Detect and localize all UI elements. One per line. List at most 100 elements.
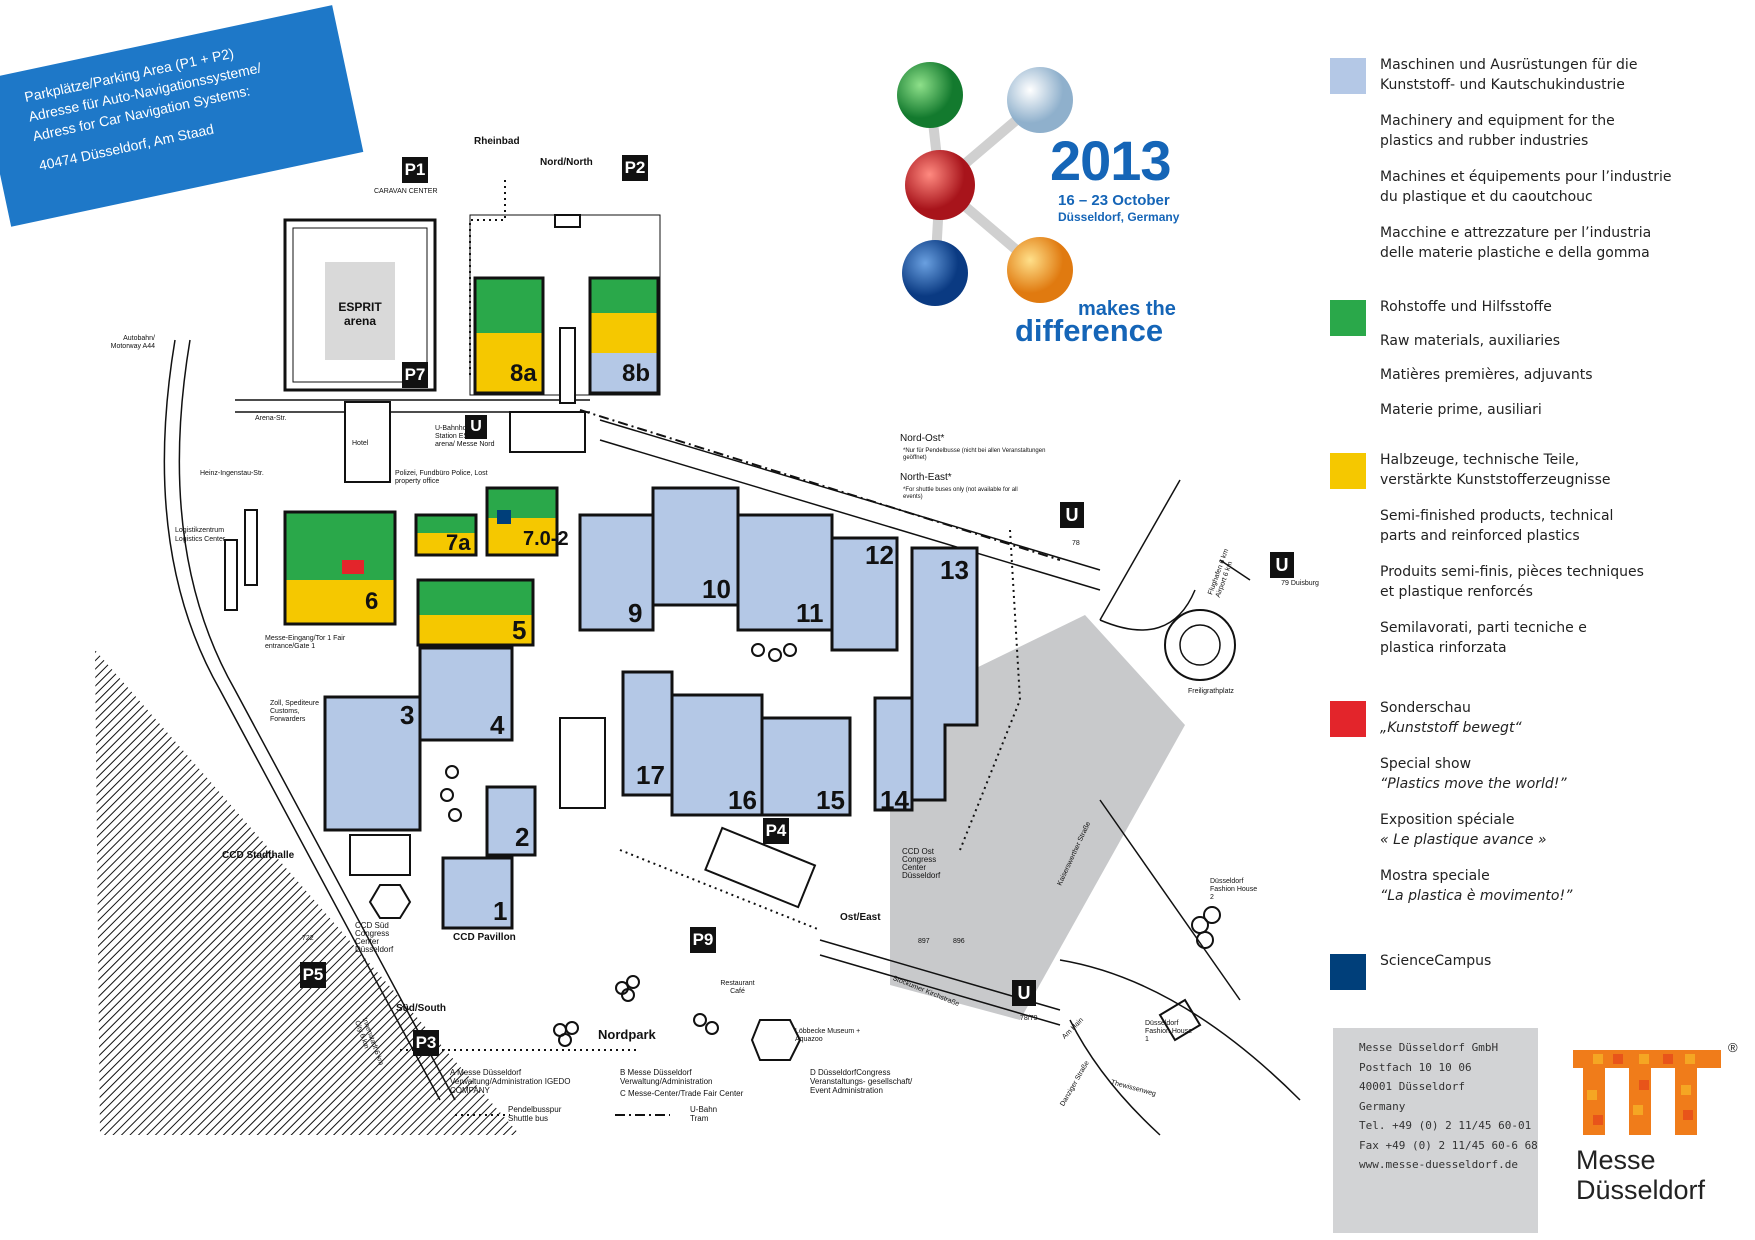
- hall-2[interactable]: [485, 785, 537, 857]
- contact-country: Germany: [1359, 1099, 1406, 1113]
- label-sued: Süd/South: [396, 1003, 446, 1014]
- messe-duesseldorf-logo-icon: [1573, 1050, 1721, 1135]
- hall-number-4: 4: [490, 710, 505, 740]
- hall-5[interactable]: [416, 578, 535, 647]
- label-caravan: CARAVAN CENTER: [374, 188, 438, 195]
- hall-number-16: 16: [728, 785, 757, 815]
- legend-it-1b: delle materie plastiche e della gomma: [1380, 245, 1650, 261]
- hall-number-15: 15: [816, 785, 845, 815]
- event-slogan-2: difference: [1015, 313, 1164, 348]
- label-northeast-note: *For shuttle buses only (not available f…: [903, 487, 1018, 500]
- hall-number-11: 11: [796, 598, 824, 628]
- legend-en-1b: plastics and rubber industries: [1380, 133, 1589, 149]
- legend-de-3a: Halbzeuge, technische Teile,: [1380, 452, 1580, 468]
- tram-icon[interactable]: U: [1060, 502, 1084, 528]
- legend-fr-2: Matières premières, adjuvants: [1380, 367, 1593, 383]
- legend-de-4a: Sonderschau: [1380, 700, 1471, 716]
- label-fashion2: Düsseldorf Fashion House 2: [1210, 878, 1258, 901]
- label-zoll: Zoll, Spediteure Customs, Forwarders: [270, 700, 320, 723]
- hall-1[interactable]: [441, 856, 514, 930]
- contact-fax: Fax +49 (0) 2 11/45 60-6 68: [1359, 1138, 1538, 1152]
- label-logistik1: Logistikzentrum: [175, 527, 225, 534]
- label-tram7879: 78/79: [1020, 1015, 1038, 1022]
- legend-en-1a: Machinery and equipment for the: [1380, 113, 1615, 129]
- label-logistik2: Logistics Center: [175, 536, 226, 543]
- event-place: Düsseldorf, Germany: [1058, 210, 1180, 224]
- label-restaurant: Restaurant Café: [720, 980, 755, 995]
- label-freiligrath: Freiligrathplatz: [1188, 688, 1234, 695]
- label-ccd-ost: CCD Ost Congress Center Düsseldorf: [902, 847, 941, 880]
- legend-it-4a: Mostra speciale: [1380, 868, 1490, 884]
- label-nordost: Nord-Ost*: [900, 433, 945, 444]
- label-fashion1: Düsseldorf Fashion House 1: [1145, 1020, 1193, 1043]
- legend-science: ScienceCampus: [1380, 953, 1492, 969]
- label-bus722: 722: [302, 935, 314, 942]
- legend-de-3b: verstärkte Kunststofferzeugnisse: [1380, 472, 1611, 488]
- parking-p2[interactable]: P2: [622, 155, 648, 181]
- parking-p4[interactable]: P4: [763, 818, 789, 844]
- parking-p3[interactable]: P3: [413, 1030, 439, 1056]
- legend-en-4b: “Plastics move the world!”: [1380, 776, 1567, 792]
- hall-14[interactable]: [873, 696, 914, 812]
- legend-c: C Messe-Center/Trade Fair Center: [620, 1089, 744, 1098]
- label-ccd-pavillon: CCD Pavillon: [453, 932, 516, 943]
- legend-swatch-raw: [1330, 300, 1366, 336]
- parking-p7[interactable]: P7: [402, 362, 428, 388]
- label-bus897: 897: [918, 938, 930, 945]
- legend-fr-4a: Exposition spéciale: [1380, 812, 1515, 828]
- hall-12[interactable]: [830, 536, 899, 652]
- hall-8b[interactable]: [588, 276, 660, 395]
- event-slogan-1: makes the: [1078, 298, 1176, 320]
- hall-8a[interactable]: [473, 276, 545, 395]
- parking-p9[interactable]: P9: [690, 927, 716, 953]
- legend-de-1b: Kunststoff- und Kautschukindustrie: [1380, 77, 1625, 93]
- brand-line2: Düsseldorf: [1576, 1175, 1706, 1205]
- label-messe-eingang: Messe-Eingang/Tor 1 Fair entrance/Gate 1: [265, 635, 346, 650]
- legend-swatch-machinery: [1330, 58, 1366, 94]
- hall-number-2: 2: [515, 822, 530, 852]
- hall-number-8b: 8b: [622, 360, 651, 387]
- label-arena-str: Arena-Str.: [255, 415, 287, 422]
- parking-p5[interactable]: P5: [300, 962, 326, 988]
- rhine-hatch: [95, 650, 520, 1135]
- label-ccd-sued: CCD Süd Congress Center Düsseldorf: [355, 921, 394, 954]
- hall-3[interactable]: [323, 695, 422, 832]
- legend-it-2: Materie prime, ausiliari: [1380, 402, 1542, 418]
- hall-number-12: 12: [865, 540, 894, 570]
- label-rheinbad: Rheinbad: [474, 136, 520, 147]
- hall-number-9: 9: [628, 598, 643, 628]
- hall-7a[interactable]: [414, 513, 478, 557]
- hall-7-0-2[interactable]: [485, 486, 559, 557]
- hall-9[interactable]: [578, 513, 655, 632]
- legend-d: D DüsseldorfCongress Veranstaltungs- ges…: [810, 1068, 913, 1095]
- hall-number-8a: 8a: [510, 360, 537, 387]
- parking-p1[interactable]: P1: [402, 157, 428, 183]
- legend-en-3b: parts and reinforced plastics: [1380, 528, 1580, 544]
- legend-de-1a: Maschinen und Ausrüstungen für die: [1380, 57, 1638, 73]
- hall-number-1: 1: [493, 896, 508, 926]
- legend-fr-3a: Produits semi-finis, pièces techniques: [1380, 564, 1644, 580]
- hall-17[interactable]: [621, 670, 674, 797]
- label-polizei: Polizei, Fundbüro Police, Lost property …: [395, 470, 488, 485]
- legend-en-2: Raw materials, auxiliaries: [1380, 333, 1561, 349]
- tram-icon[interactable]: U: [1012, 980, 1036, 1006]
- label-duisburg: 79 Duisburg: [1281, 580, 1319, 587]
- legend-it-4b: “La plastica è movimento!”: [1380, 888, 1573, 904]
- contact-company: Messe Düsseldorf GmbH: [1359, 1041, 1499, 1054]
- legend-pendelbus: Pendelbusspur Shuttle bus: [508, 1105, 562, 1123]
- hall-number-7a: 7a: [446, 530, 471, 555]
- tram-icon[interactable]: U: [465, 415, 487, 439]
- hall-6[interactable]: [283, 510, 397, 626]
- tram-icon[interactable]: U: [1270, 552, 1294, 578]
- hall-number-14: 14: [880, 785, 909, 815]
- legend-swatch-science: [1330, 954, 1366, 990]
- hall-4[interactable]: [418, 646, 514, 742]
- legend-it-3a: Semilavorati, parti tecniche e: [1380, 620, 1587, 636]
- label-tram78: 78: [1072, 540, 1080, 547]
- hall-number-5: 5: [512, 615, 527, 645]
- contact-box: Messe Düsseldorf GmbH Postfach 10 10 06 …: [1333, 1028, 1538, 1233]
- contact-web[interactable]: www.messe-duesseldorf.de: [1359, 1158, 1518, 1171]
- brand-name: Messe Düsseldorf: [1576, 1145, 1705, 1205]
- legend-en-3a: Semi-finished products, technical: [1380, 508, 1614, 524]
- contact-postfach: Postfach 10 10 06: [1359, 1060, 1472, 1074]
